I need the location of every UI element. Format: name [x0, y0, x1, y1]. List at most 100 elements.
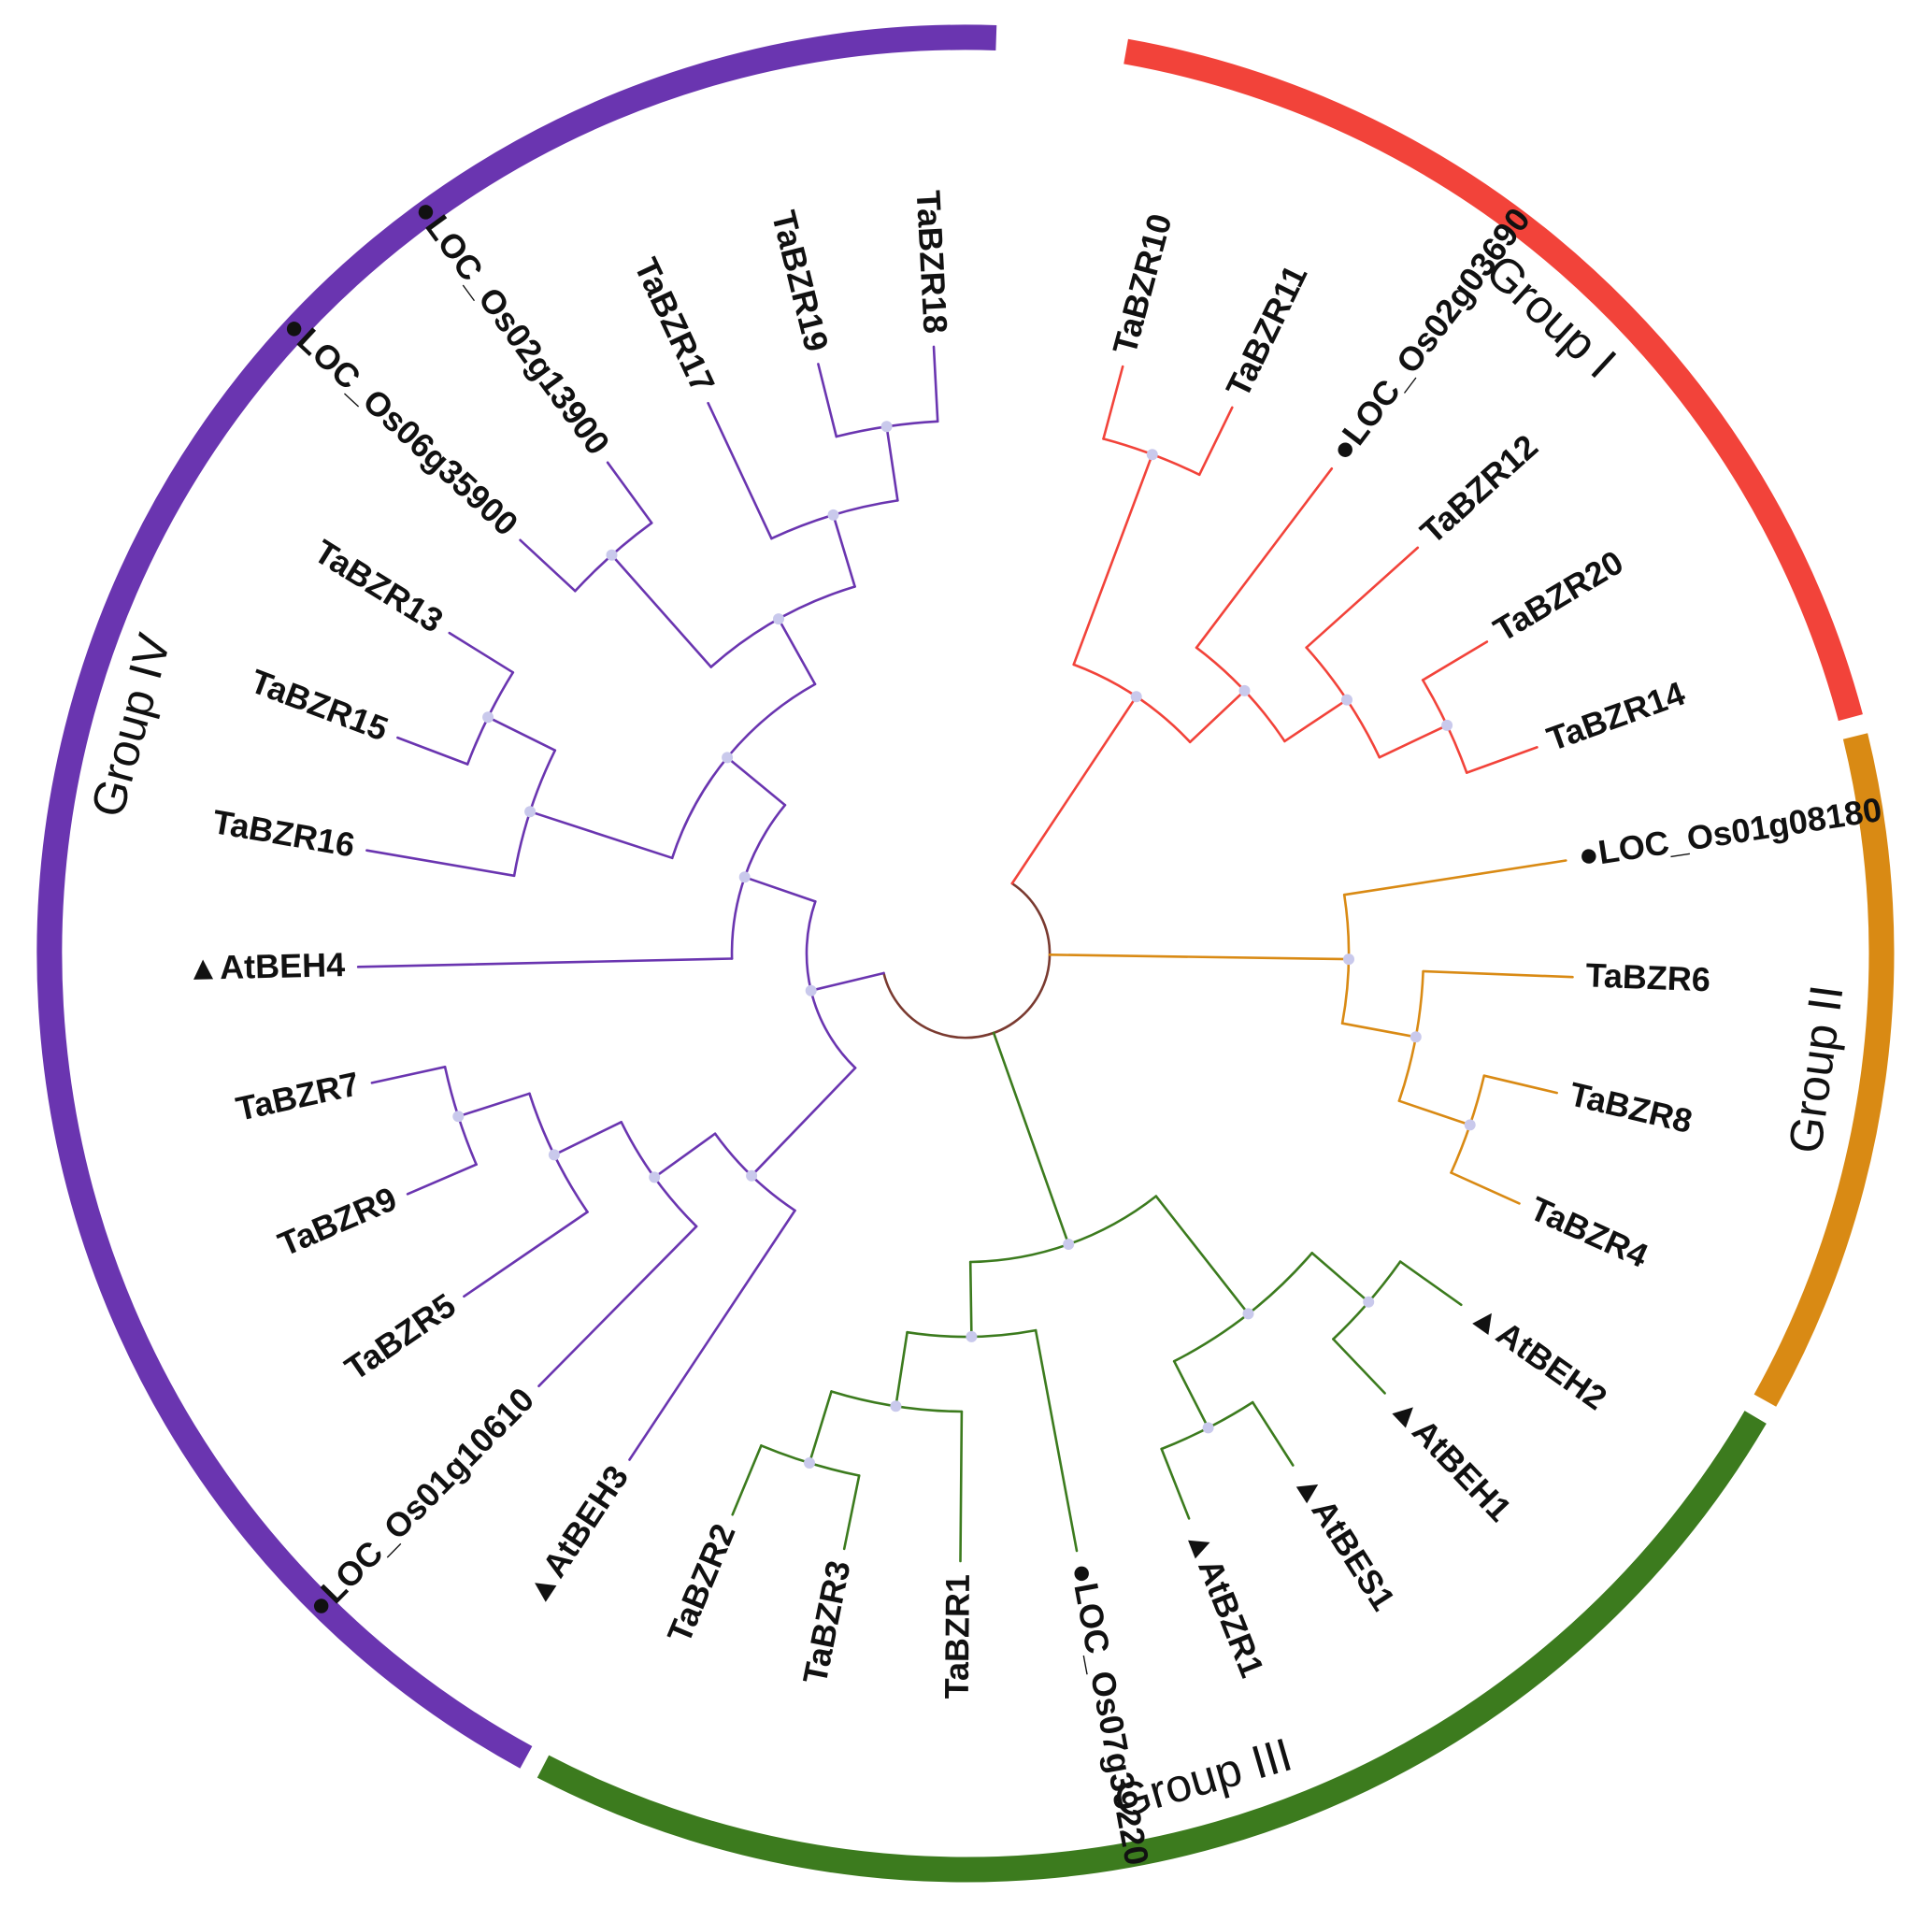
internal-branch [456, 1092, 531, 1118]
bootstrap-marker [1063, 1239, 1075, 1250]
leaf-label: TaBZR10 [1105, 209, 1179, 358]
branch-layer [356, 345, 1574, 1563]
bootstrap-marker [890, 1400, 902, 1412]
internal-branch [1048, 953, 1351, 961]
terminal-branch [396, 736, 469, 766]
terminal-branch [1305, 546, 1420, 650]
leaf-label: ▲AtBES1 [1286, 1465, 1403, 1617]
bootstrap-marker [773, 613, 784, 625]
internal-branch [809, 971, 885, 992]
internal-branch [528, 810, 674, 860]
bootstrap-marker [606, 549, 618, 561]
terminal-branch [707, 401, 773, 540]
bootstrap-marker [1146, 449, 1158, 461]
leaf-label: TaBZR20 [1487, 542, 1630, 649]
bootstrap-marker [966, 1330, 978, 1342]
internal-branch [725, 756, 787, 807]
bootstrap-marker [1464, 1119, 1476, 1131]
leaf-label: ▲AtBEH3 [516, 1458, 636, 1612]
leaf-label: TaBZR12 [1413, 427, 1546, 552]
internal-branch [885, 424, 899, 502]
leaf-label: TaBZR5 [337, 1285, 462, 1387]
leaf-label: ▲AtBEH2 [1463, 1295, 1614, 1417]
leaf-label: TaBZR6 [1585, 955, 1711, 998]
internal-branch [750, 1067, 857, 1177]
leaf-label: ▲AtBZR1 [1179, 1523, 1272, 1683]
bootstrap-marker [804, 1457, 815, 1469]
leaf-label: TaBZR17 [627, 252, 723, 398]
terminal-branch [1251, 1400, 1295, 1467]
leaf-label: TaBZR18 [909, 190, 955, 335]
terminal-branch [1482, 1074, 1558, 1095]
internal-branch [1340, 1022, 1418, 1039]
bootstrap-marker [482, 711, 494, 724]
bootstrap-marker [524, 806, 537, 818]
group-arc-g1 [1123, 38, 1863, 722]
bootstrap-node-layer [452, 421, 1476, 1469]
internal-branch [1172, 1359, 1209, 1429]
leaf-label: ●LOC_Os02g03690 [1322, 200, 1538, 467]
internal-branch [610, 553, 713, 668]
internal-branch [992, 1031, 1070, 1246]
internal-branch [1010, 695, 1138, 885]
leaf-label: TaBZR14 [1542, 674, 1690, 759]
terminal-branch [1160, 1447, 1191, 1520]
internal-branch [552, 1121, 623, 1156]
leaf-label: TaBZR1 [937, 1574, 977, 1699]
terminal-branch [1197, 406, 1234, 477]
internal-branch [486, 715, 557, 753]
terminal-branch [406, 1163, 478, 1196]
bootstrap-marker [827, 509, 839, 521]
leaf-label: TaBZR7 [233, 1064, 363, 1127]
internal-branch [1154, 1195, 1250, 1315]
terminal-branch [628, 1209, 796, 1461]
internal-branch [968, 1260, 973, 1339]
group-arc-g4 [36, 24, 997, 1769]
terminal-branch [356, 957, 734, 968]
internal-branch [894, 1330, 909, 1408]
internal-branch [1397, 1099, 1471, 1126]
bootstrap-marker [452, 1111, 465, 1123]
terminal-branch [365, 849, 516, 878]
bootstrap-marker [1202, 1422, 1214, 1434]
leaf-label: ●LOC_Os06g35900 [275, 307, 525, 543]
internal-branch [652, 1132, 717, 1179]
terminal-branch [448, 631, 515, 674]
terminal-branch [1421, 640, 1489, 681]
leaf-label: TaBZR11 [1218, 259, 1314, 403]
bootstrap-marker [1341, 694, 1352, 706]
terminal-branch [1422, 969, 1574, 979]
terminal-branch [519, 538, 577, 593]
leaf-label: TaBZR3 [795, 1557, 858, 1687]
group-arc-g3 [537, 1411, 1767, 1883]
bootstrap-marker [1441, 719, 1453, 731]
terminal-branch [1465, 746, 1538, 774]
leaf-label: TaBZR13 [308, 532, 450, 640]
leaf-label: TaBZR2 [660, 1518, 743, 1648]
terminal-branch [932, 345, 939, 423]
internal-branch [832, 513, 856, 588]
leaf-label: TaBZR9 [273, 1179, 403, 1263]
bootstrap-marker [805, 984, 817, 997]
internal-branch [808, 1390, 833, 1465]
leaf-label: ▲AtBEH1 [1382, 1387, 1520, 1528]
bootstrap-marker [1242, 1308, 1254, 1320]
leaf-label: ●LOC_Os02g13900 [406, 192, 617, 462]
group-label: Group I [1476, 244, 1626, 388]
group-arc-layer [36, 24, 1895, 1883]
bootstrap-marker [1130, 691, 1142, 703]
leaf-label: TaBZR4 [1524, 1189, 1653, 1275]
bootstrap-marker [1238, 684, 1251, 696]
leaf-label: ●LOC_Os01g10610 [299, 1380, 541, 1625]
leaf-label: TaBZR15 [246, 662, 394, 749]
internal-branch [1188, 689, 1246, 744]
leaf-label: TaBZR16 [209, 802, 357, 865]
bootstrap-marker [722, 752, 734, 764]
leaf-label: TaBZR8 [1566, 1074, 1696, 1140]
terminal-branch [370, 1066, 447, 1084]
clade-arc [882, 882, 1052, 1040]
terminal-branch [817, 363, 838, 438]
bootstrap-marker [880, 421, 893, 433]
leaf-label: ▲AtBEH4 [186, 945, 346, 987]
